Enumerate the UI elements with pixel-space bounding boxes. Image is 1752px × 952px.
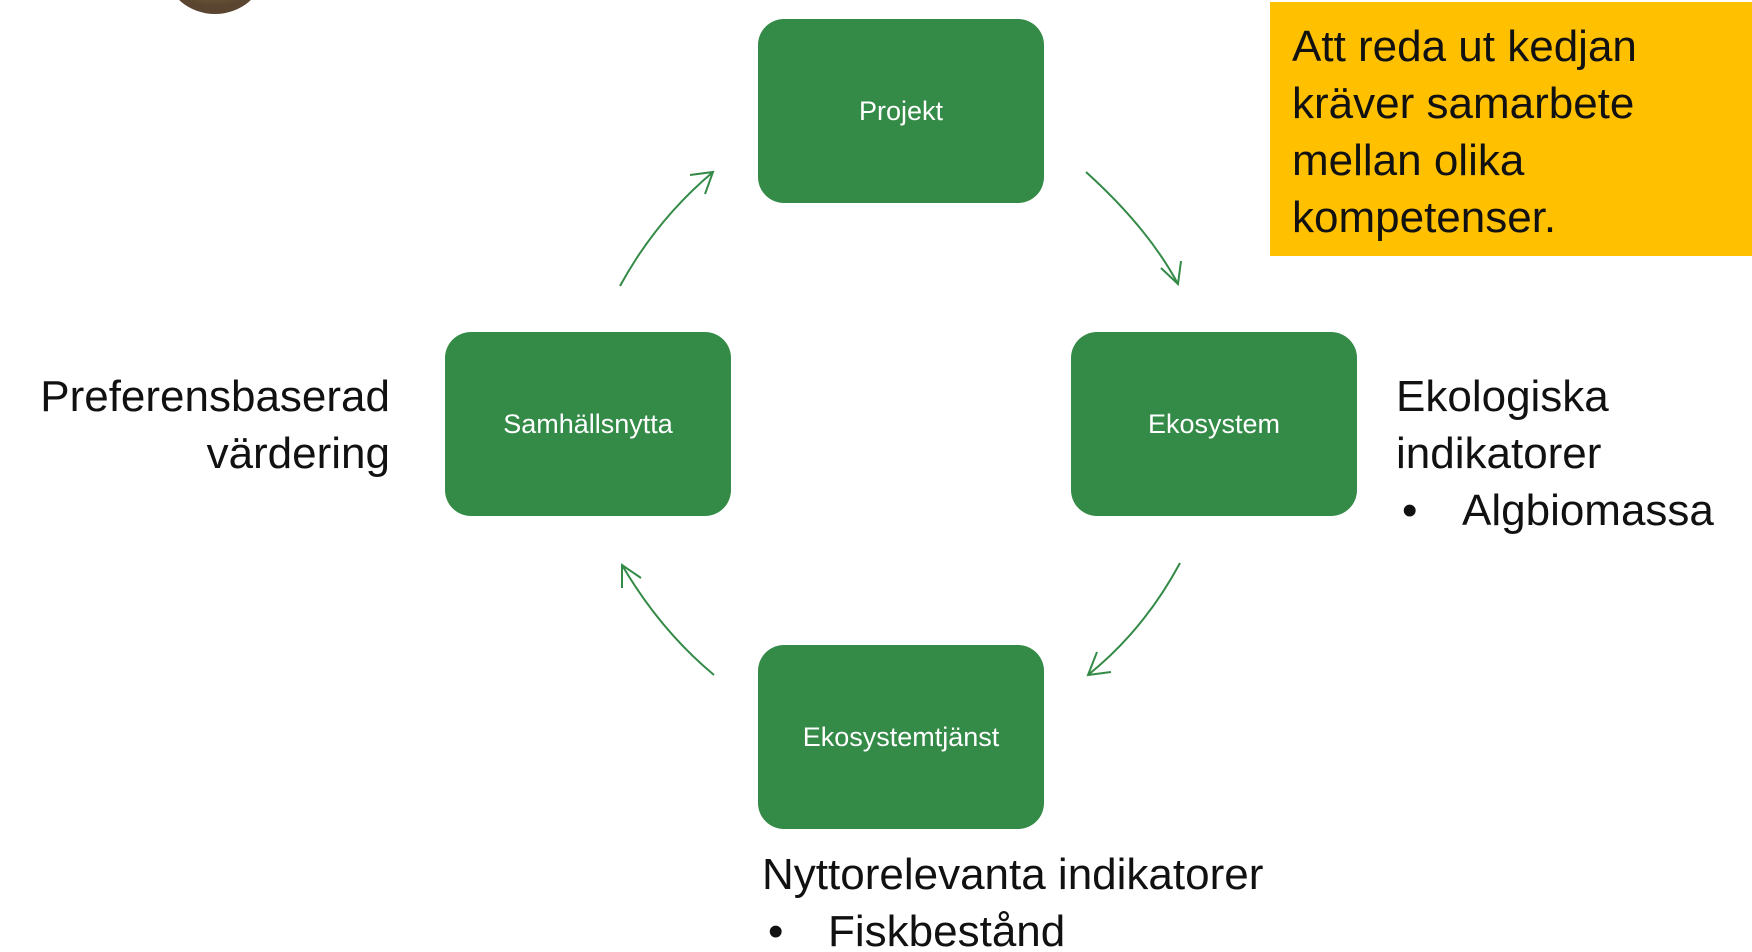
annotation-line: indikatorer [1396,429,1602,478]
ekosystem-annotation: Ekologiska indikatorer • Algbiomassa [1396,368,1714,539]
note-box: Att reda ut kedjan kräver samarbete mell… [1270,2,1752,256]
node-ekosystem: Ekosystem [1071,332,1357,516]
samhallsnytta-annotation: Preferensbaserad värdering [0,368,390,482]
ekosystemtjanst-annotation: Nyttorelevanta indikatorer • Fiskbestånd [762,846,1263,952]
arrow-ekosystem-to-ekosystemtjanst [1087,562,1181,676]
node-projekt: Projekt [758,19,1044,203]
arrowhead-ekosystem-to-ekosystemtjanst [1086,651,1112,677]
annotation-line: värdering [206,429,390,478]
bullet-text: Algbiomassa [1462,486,1714,535]
annotation-bullet-item: • Algbiomassa [1396,482,1714,539]
note-line: kompetenser. [1292,193,1557,242]
node-projekt-label: Projekt [858,95,944,126]
node-ekosystemtjanst: Ekosystemtjänst [758,645,1044,829]
arrowhead-samhallsnytta-to-projekt [689,170,715,195]
bullet-icon: • [768,907,784,952]
arrow-ekosystemtjanst-to-samhallsnytta [621,564,715,676]
node-samhallsnytta-label: Samhällsnytta [503,408,673,439]
bullet-icon: • [1402,486,1418,535]
note-line: mellan olika [1292,136,1525,185]
arrowhead-projekt-to-ekosystem [1160,260,1182,287]
annotation-bullet-item: • Fiskbestånd [762,903,1263,952]
arrow-samhallsnytta-to-projekt [619,171,714,287]
logo-emblem [179,0,251,14]
node-samhallsnytta: Samhällsnytta [445,332,731,516]
note-line: kräver samarbete [1292,79,1635,128]
arrowhead-ekosystemtjanst-to-samhallsnytta [621,563,642,588]
annotation-line: Nyttorelevanta indikatorer [762,850,1264,899]
note-line: Att reda ut kedjan [1292,22,1637,71]
node-ekosystem-label: Ekosystem [1147,408,1281,439]
arrow-projekt-to-ekosystem [1085,171,1179,285]
bullet-text: Fiskbestånd [828,907,1066,952]
annotation-line: Ekologiska [1396,372,1609,421]
node-ekosystemtjanst-label: Ekosystemtjänst [802,721,1000,752]
annotation-line: Preferensbaserad [40,372,390,421]
